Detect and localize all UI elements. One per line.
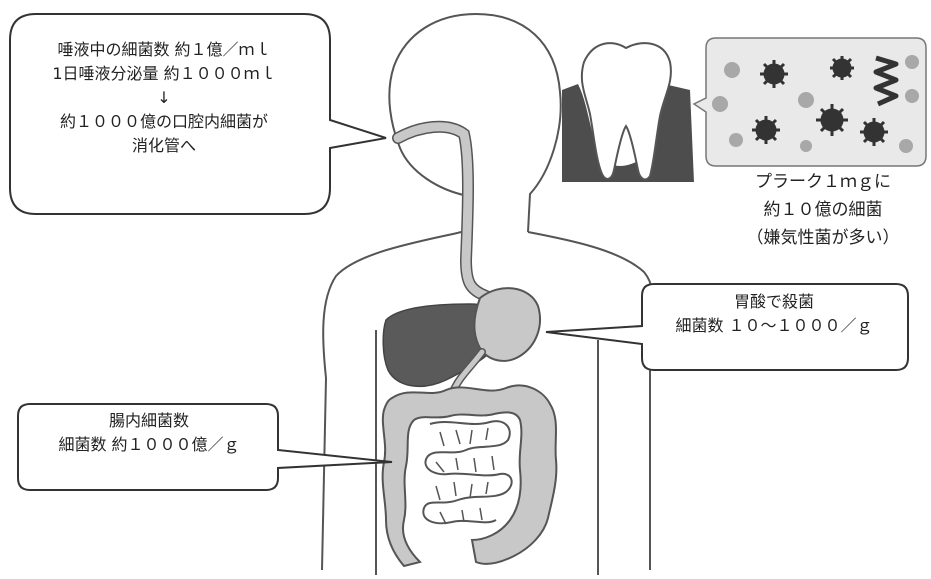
- plaque-callout-line2: 約１０億の細菌: [727, 196, 919, 224]
- gut-callout-line2: 細菌数 約１０００億／ｇ: [18, 433, 280, 457]
- stomach-callout-line1: 胃酸で殺菌: [648, 290, 900, 314]
- bacterium-light-4: [905, 55, 919, 69]
- bacterium-light-7: [800, 140, 812, 152]
- bacterium-light-6: [729, 133, 743, 147]
- head-outline: [389, 14, 560, 232]
- plaque-bacteria-panel: [694, 38, 926, 166]
- small-intestine: [423, 421, 511, 523]
- bacterium-light-3: [798, 92, 814, 108]
- bacterium-5: [860, 118, 888, 146]
- mouth-callout-line1: 唾液中の細菌数 約１億／ｍｌ: [10, 38, 318, 62]
- large-intestine: [383, 385, 557, 566]
- mouth-callout-line4: 消化管へ: [10, 134, 318, 158]
- gut-callout-text: 腸内細菌数 細菌数 約１０００億／ｇ: [18, 409, 280, 457]
- bacterium-light-2: [712, 96, 728, 112]
- plaque-callout-line1: プラーク１ｍｇに: [727, 168, 919, 196]
- bacterium-1: [760, 60, 788, 88]
- bacterium-2: [830, 56, 854, 80]
- gut-callout-line1: 腸内細菌数: [18, 409, 280, 433]
- bacterium-light-1: [724, 62, 740, 78]
- mouth-callout-line2: 1日唾液分泌量 約１０００ｍｌ: [10, 62, 318, 86]
- plaque-callout-line3: （嫌気性菌が多い）: [727, 224, 919, 252]
- mouth-callout-line3: 約１０００億の口腔内細菌が: [10, 110, 318, 134]
- stomach-callout-text: 胃酸で殺菌 細菌数 １０〜１０００／ｇ: [648, 290, 900, 338]
- mouth-callout-text: 唾液中の細菌数 約１億／ｍｌ 1日唾液分泌量 約１０００ｍｌ ↓ 約１０００億の…: [10, 38, 318, 158]
- mouth-callout-arrow: ↓: [10, 86, 318, 110]
- tooth-illustration: [562, 43, 694, 182]
- plaque-callout-text: プラーク１ｍｇに 約１０億の細菌 （嫌気性菌が多い）: [727, 168, 919, 252]
- esophagus: [398, 127, 486, 296]
- bacterium-3: [752, 116, 780, 144]
- bacterium-light-5: [905, 89, 919, 103]
- stomach-callout-line2: 細菌数 １０〜１０００／ｇ: [648, 314, 900, 338]
- bacterium-light-8: [899, 139, 913, 153]
- intestines: [383, 385, 557, 566]
